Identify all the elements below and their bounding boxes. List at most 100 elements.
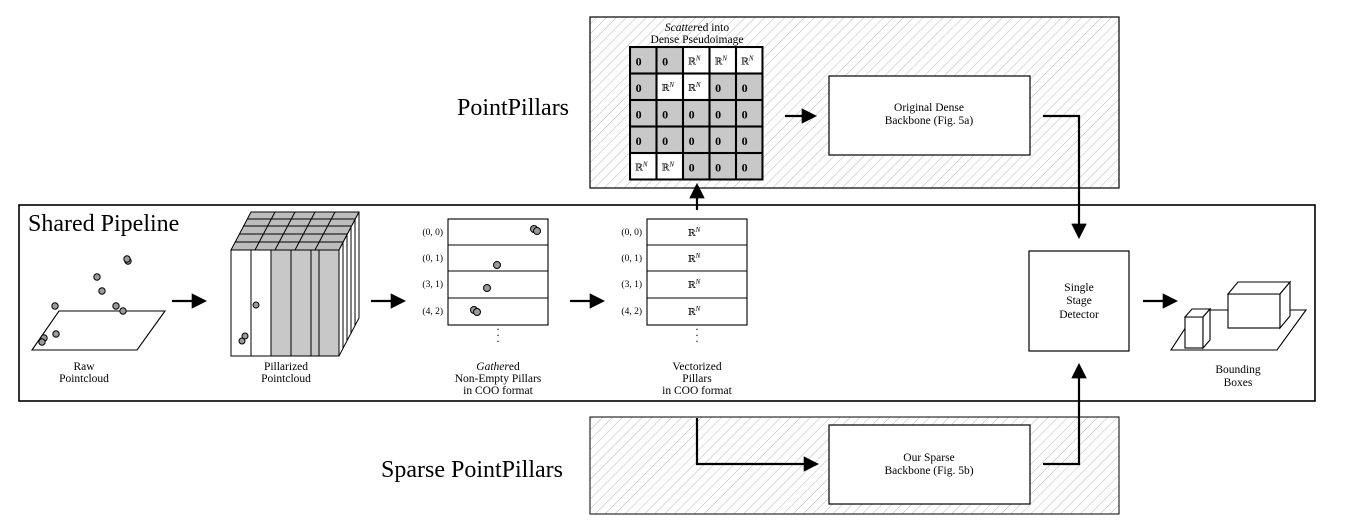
zero-vector-cell	[709, 100, 736, 127]
feature-vector-cell	[656, 73, 683, 100]
zero-vector-cell	[630, 126, 657, 153]
svg-text:·: ·	[496, 322, 500, 336]
zero-vector-symbol: 0⃗	[636, 107, 651, 121]
pseudoimage-caption-line2: Dense Pseudoimage	[651, 34, 744, 46]
real-vector-symbol: ℝN	[741, 54, 754, 67]
gathered-label-3: in COO format	[463, 385, 533, 397]
zero-vector-symbol: 0⃗	[636, 81, 651, 95]
svg-text:·: ·	[496, 334, 500, 348]
gathered-coo-label: (4, 2)	[422, 306, 443, 317]
raw-label-1: Raw	[73, 361, 95, 373]
lidar-point	[98, 287, 106, 295]
bounding-label-1: Bounding	[1215, 364, 1261, 376]
real-vector-symbol: ℝN	[688, 81, 701, 94]
zero-vector-cell	[656, 100, 683, 127]
detector-label-3: Detector	[1059, 309, 1099, 321]
zero-vector-cell	[656, 126, 683, 153]
shared-pipeline-title: Shared Pipeline	[28, 211, 179, 237]
vectorized-coo-label: (3, 1)	[621, 279, 642, 290]
lidar-point	[112, 302, 120, 310]
pseudoimage-caption-line1: Scattered into	[665, 22, 729, 34]
zero-vector-symbol: 0⃗	[689, 134, 704, 148]
svg-text:·: ·	[695, 328, 699, 342]
arrow-dense-to-detector	[1043, 114, 1087, 240]
gathered-coo-label: (0, 1)	[422, 253, 443, 264]
feature-vector-cell	[630, 153, 657, 180]
detector-label-2: Stage	[1066, 295, 1092, 307]
gathered-coo-label: (0, 0)	[422, 227, 443, 238]
arrow-sparse-to-detector	[1043, 362, 1087, 466]
zero-vector-symbol: 0⃗	[636, 134, 651, 148]
zero-vector-symbol: 0⃗	[662, 54, 677, 68]
zero-vector-symbol: 0⃗	[689, 160, 704, 174]
zero-vector-cell	[656, 47, 683, 74]
dense-backbone-label-1: Original Dense	[894, 102, 964, 114]
vectorized-coo-label: (4, 2)	[621, 306, 642, 317]
vectorized-pillars-list: · · ·	[646, 218, 748, 348]
zero-vector-symbol: 0⃗	[715, 81, 730, 95]
zero-vector-cell	[630, 100, 657, 127]
vectorized-coo-label: (0, 1)	[621, 253, 642, 264]
lidar-point	[38, 338, 46, 346]
vectorized-label-3: in COO format	[662, 385, 732, 397]
svg-text:·: ·	[695, 322, 699, 336]
arrow-vectorized-to-sparse	[695, 418, 820, 472]
lidar-point	[52, 330, 60, 338]
zero-vector-cell	[709, 126, 736, 153]
zero-vector-cell	[630, 47, 657, 74]
vectorized-label-2: Pillars	[682, 373, 712, 385]
gathered-label-1: Gathered	[476, 361, 520, 373]
flow-arrows	[172, 108, 1179, 472]
coo-row-labels: (0, 0) (0, 0) ℝN (0, 1) (0, 1) ℝN (3, 1) (3, 1)…	[422, 226, 700, 318]
vectorized-label-1: Vectorized	[672, 361, 721, 373]
bounding-boxes-icon	[1169, 280, 1308, 351]
feature-vector-cell	[656, 153, 683, 180]
zero-vector-symbol: 0⃗	[715, 134, 730, 148]
zero-vector-cell	[683, 153, 710, 180]
real-vector-symbol: ℝN	[688, 54, 701, 67]
dense-backbone-box	[828, 75, 1031, 156]
feature-vector-cell	[683, 73, 710, 100]
zero-vector-cell	[709, 153, 736, 180]
real-vector-symbol: ℝN	[661, 81, 674, 94]
real-vector-symbol: ℝN	[714, 54, 727, 67]
feature-vector-cell	[736, 47, 763, 74]
zero-vector-symbol: 0⃗	[662, 107, 677, 121]
zero-vector-symbol: 0⃗	[742, 134, 757, 148]
feature-vector-cell	[709, 47, 736, 74]
zero-vector-symbol: 0⃗	[689, 107, 704, 121]
sparse-backbone-label-2: Backbone (Fig. 5b)	[884, 465, 973, 477]
vectorized-feature-symbol: ℝN	[688, 305, 701, 318]
detector-label-1: Single	[1064, 282, 1093, 294]
sparse-backbone-label-1: Our Sparse	[903, 452, 954, 464]
lidar-point	[51, 302, 59, 310]
zero-vector-symbol: 0⃗	[662, 134, 677, 148]
zero-vector-symbol: 0⃗	[636, 54, 651, 68]
zero-vector-cell	[736, 126, 763, 153]
vectorized-feature-symbol: ℝN	[688, 226, 701, 239]
raw-label-2: Pointcloud	[59, 373, 109, 385]
lidar-point	[123, 255, 131, 263]
zero-vector-cell	[709, 73, 736, 100]
bounding-label-2: Boxes	[1224, 377, 1253, 389]
zero-vector-cell	[736, 100, 763, 127]
gathered-coo-label: (3, 1)	[422, 279, 443, 290]
vectorized-feature-symbol: ℝN	[688, 252, 701, 265]
pillarized-label-2: Pointcloud	[261, 373, 311, 385]
lidar-point	[119, 307, 127, 315]
zero-vector-cell	[683, 100, 710, 127]
sparse-pointpillars-title: Sparse PointPillars	[381, 457, 563, 483]
svg-text:·: ·	[695, 334, 699, 348]
feature-vector-cell	[683, 47, 710, 74]
dense-pseudoimage-grid: 0⃗ 0⃗ ℝN ℝN ℝN 0⃗ ℝN ℝN 0⃗ 0⃗ 0⃗ 0⃗ 0⃗ 0⃗ 0⃗ 0⃗ 0⃗ 0⃗ 0⃗ 0⃗…	[629, 46, 764, 181]
zero-vector-cell	[736, 153, 763, 180]
zero-vector-symbol: 0⃗	[742, 81, 757, 95]
vectorized-coo-label: (0, 0)	[621, 227, 642, 238]
lidar-point	[93, 273, 101, 281]
zero-vector-cell	[683, 126, 710, 153]
pillarized-label-1: Pillarized	[264, 361, 308, 373]
detector-box	[1028, 250, 1130, 352]
zero-vector-symbol: 0⃗	[715, 107, 730, 121]
vectorized-feature-symbol: ℝN	[688, 278, 701, 291]
